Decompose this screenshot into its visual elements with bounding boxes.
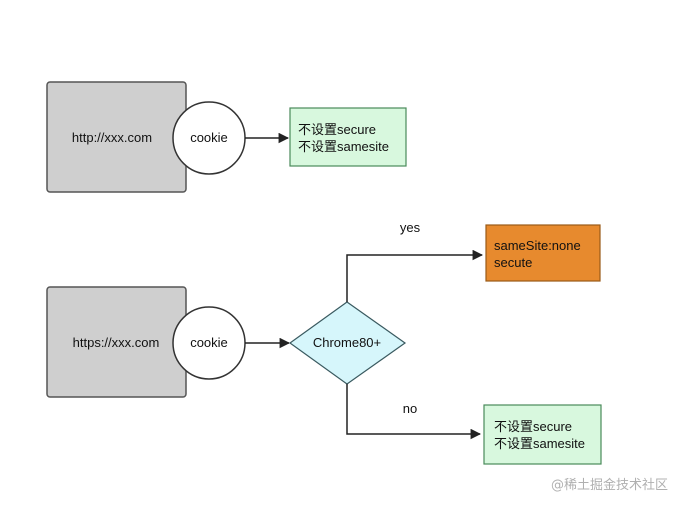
yes-branch-label: yes (400, 220, 421, 235)
no-result-line1: 不设置secure (494, 419, 572, 434)
top-result-box (289, 107, 407, 167)
bottom-cookie-label: cookie (190, 335, 228, 350)
bottom-flow: https://xxx.com cookie Chrome80+ yes sam… (46, 220, 602, 465)
watermark-text: @稀土掘金技术社区 (551, 477, 668, 493)
no-result-box (483, 404, 602, 465)
https-site-label: https://xxx.com (73, 335, 160, 350)
http-site-label: http://xxx.com (72, 130, 152, 145)
yes-result-box (485, 224, 601, 282)
yes-result-line1: sameSite:none (494, 238, 581, 253)
no-branch-label: no (403, 401, 417, 416)
yes-result-line2: secute (494, 255, 532, 270)
top-flow: http://xxx.com cookie 不设置secure 不设置sames… (46, 81, 407, 193)
top-result-line1: 不设置secure (298, 122, 376, 137)
top-result-line2: 不设置samesite (298, 139, 389, 154)
yes-branch-connector (346, 249, 484, 302)
top-cookie-label: cookie (190, 130, 228, 145)
chrome80-decision-label: Chrome80+ (313, 335, 381, 350)
no-branch-connector (346, 384, 482, 440)
no-result-line2: 不设置samesite (494, 436, 585, 451)
